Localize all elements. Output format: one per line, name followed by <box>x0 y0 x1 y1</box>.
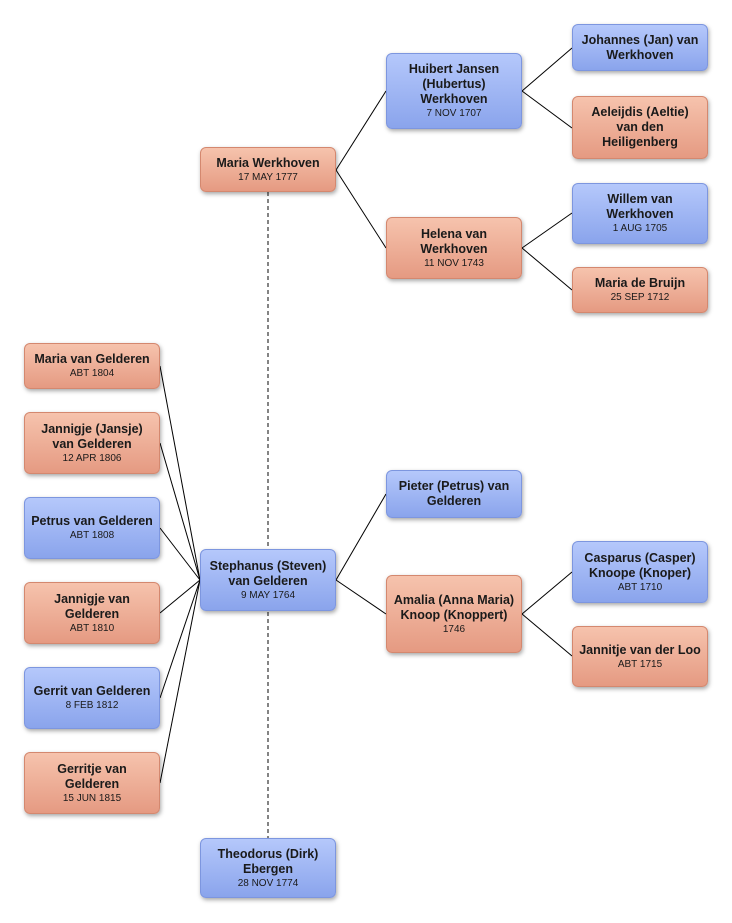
parent-link-maria-helena <box>335 169 387 249</box>
person-date: 12 APR 1806 <box>62 452 122 464</box>
person-date: 9 MAY 1764 <box>240 589 296 601</box>
person-date: ABT 1808 <box>69 530 115 541</box>
person-name: Huibert Jansen (Hubertus) Werkhoven <box>408 62 500 106</box>
person-maria-werkhoven[interactable]: Maria Werkhoven 17 MAY 1777 <box>200 147 336 192</box>
person-johannes[interactable]: Johannes (Jan) van Werkhoven <box>572 24 708 71</box>
person-name: Casparus (Casper) Knoope (Knoper) <box>584 550 696 580</box>
child-link-2 <box>159 442 201 581</box>
child-gerritje[interactable]: Gerritje van Gelderen 15 JUN 1815 <box>24 752 160 814</box>
person-date: ABT 1715 <box>617 658 663 670</box>
person-date: 15 JUN 1815 <box>62 792 122 804</box>
person-maria-de-bruijn[interactable]: Maria de Bruijn 25 SEP 1712 <box>572 267 708 313</box>
parent-link-huibert-aeleijdis <box>521 90 573 129</box>
person-name: Helena van Werkhoven <box>420 226 488 256</box>
person-date: 25 SEP 1712 <box>610 292 670 303</box>
person-willem[interactable]: Willem van Werkhoven 1 AUG 1705 <box>572 183 708 244</box>
person-theodorus[interactable]: Theodorus (Dirk) Ebergen 28 NOV 1774 <box>200 838 336 898</box>
person-date: 1746 <box>442 623 466 635</box>
parent-link-helena-mariabruijn <box>521 247 573 291</box>
child-petrus[interactable]: Petrus van Gelderen ABT 1808 <box>24 497 160 559</box>
parent-link-huibert-johannes <box>521 47 573 92</box>
child-maria-van-gelderen[interactable]: Maria van Gelderen ABT 1804 <box>24 343 160 389</box>
person-amalia[interactable]: Amalia (Anna Maria) Knoop (Knoppert) 174… <box>386 575 522 653</box>
person-name: Pieter (Petrus) van Gelderen <box>398 479 510 508</box>
person-name: Gerritje van Gelderen <box>57 761 127 791</box>
person-name: Jannigje van Gelderen <box>54 591 130 621</box>
person-date: ABT 1710 <box>617 581 663 593</box>
person-stephanus[interactable]: Stephanus (Steven) van Gelderen 9 MAY 17… <box>200 549 336 611</box>
parent-link-amalia-jannitje <box>521 613 573 657</box>
person-date: 1 AUG 1705 <box>612 223 668 234</box>
person-jannitje[interactable]: Jannitje van der Loo ABT 1715 <box>572 626 708 687</box>
person-date: 8 FEB 1812 <box>65 700 119 711</box>
child-link-3 <box>159 527 201 581</box>
person-name: Maria van Gelderen <box>34 352 150 366</box>
person-name: Jannitje van der Loo <box>579 642 701 657</box>
person-date: ABT 1804 <box>69 368 115 379</box>
person-casparus[interactable]: Casparus (Casper) Knoope (Knoper) ABT 17… <box>572 541 708 603</box>
person-date: 11 NOV 1743 <box>424 257 484 269</box>
parent-link-stephanus-pieter <box>335 493 387 581</box>
person-name: Petrus van Gelderen <box>31 514 153 528</box>
person-name: Jannigje (Jansje) van Gelderen <box>41 421 143 451</box>
child-link-6 <box>159 579 201 784</box>
person-date: 28 NOV 1774 <box>237 877 299 889</box>
person-name: Amalia (Anna Maria) Knoop (Knoppert) <box>393 592 515 622</box>
parent-link-helena-willem <box>521 212 573 249</box>
child-gerrit[interactable]: Gerrit van Gelderen 8 FEB 1812 <box>24 667 160 729</box>
person-helena[interactable]: Helena van Werkhoven 11 NOV 1743 <box>386 217 522 279</box>
person-huibert[interactable]: Huibert Jansen (Hubertus) Werkhoven 7 NO… <box>386 53 522 129</box>
child-link-1 <box>159 365 201 581</box>
person-name: Johannes (Jan) van Werkhoven <box>581 32 699 62</box>
child-jannigje-jansje[interactable]: Jannigje (Jansje) van Gelderen 12 APR 18… <box>24 412 160 474</box>
person-date: 7 NOV 1707 <box>426 108 482 119</box>
person-name: Gerrit van Gelderen <box>33 684 151 698</box>
person-name: Aeleijdis (Aeltie) van den Heiligenberg <box>591 105 689 149</box>
person-aeleijdis[interactable]: Aeleijdis (Aeltie) van den Heiligenberg <box>572 96 708 159</box>
person-name: Maria de Bruijn <box>594 276 686 290</box>
parent-link-maria-huibert <box>335 90 387 171</box>
child-link-4 <box>159 579 201 614</box>
person-name: Theodorus (Dirk) Ebergen <box>217 846 319 876</box>
person-name: Maria Werkhoven <box>216 155 320 170</box>
child-jannigje[interactable]: Jannigje van Gelderen ABT 1810 <box>24 582 160 644</box>
person-date: ABT 1810 <box>69 622 115 634</box>
parent-link-amalia-casparus <box>521 571 573 615</box>
parent-link-stephanus-amalia <box>335 579 387 615</box>
child-link-5 <box>159 579 201 699</box>
person-name: Stephanus (Steven) van Gelderen <box>209 558 327 588</box>
person-date: 17 MAY 1777 <box>238 171 298 183</box>
person-name: Willem van Werkhoven <box>606 192 674 221</box>
person-pieter[interactable]: Pieter (Petrus) van Gelderen <box>386 470 522 518</box>
